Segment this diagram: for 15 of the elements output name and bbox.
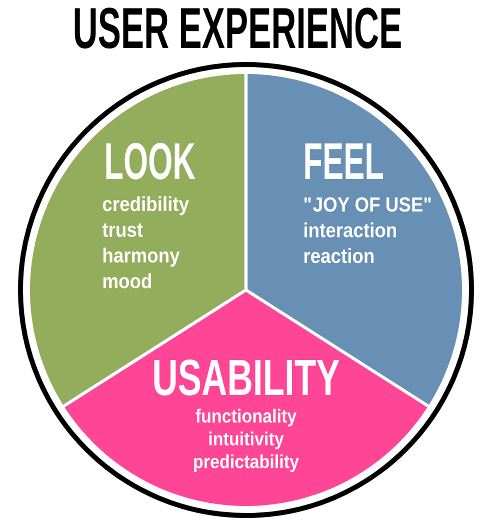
keyword: credibility	[102, 196, 189, 216]
keyword: reaction	[304, 248, 374, 264]
pie-sector	[64, 292, 428, 506]
keyword: harmony	[103, 248, 180, 267]
heading: FEEL	[305, 143, 383, 179]
keyword: trust	[102, 223, 143, 237]
heading: LOOK	[106, 142, 196, 180]
keyword: intuitivity	[209, 432, 284, 450]
keyword: interaction	[304, 222, 396, 238]
keyword: predictability	[194, 454, 299, 472]
keyword: "JOY OF USE"	[304, 197, 431, 212]
keyword: mood	[103, 273, 152, 288]
title: USER EXPERIENCE	[74, 8, 401, 49]
keyword: functionality	[196, 408, 297, 426]
heading: USABILITY	[154, 360, 340, 396]
